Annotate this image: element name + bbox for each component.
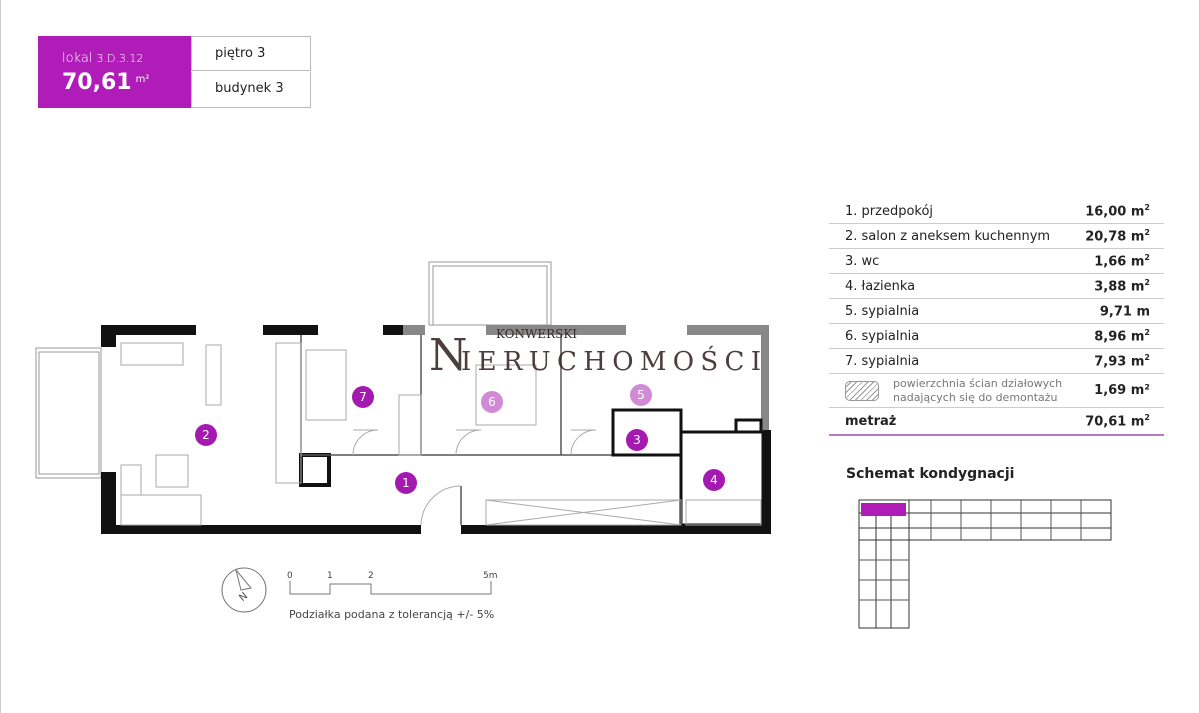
room-marker-7: 7 [352,386,374,408]
schema-title: Schemat kondygnacji [846,466,1015,482]
scale-tick: 0 [287,571,293,581]
svg-text:IERUCHOMOŚCI: IERUCHOMOŚCI [461,345,761,377]
svg-text:4: 4 [710,473,718,487]
floor-info: piętro 3 [191,36,311,71]
scale-tick: 5m [483,571,498,581]
unit-highlight [861,503,906,516]
svg-text:1: 1 [402,476,410,490]
building-info: budynek 3 [191,72,311,108]
svg-text:5: 5 [637,388,645,402]
svg-text:2: 2 [202,428,210,442]
floor-schema [858,499,1112,629]
svg-text:7: 7 [359,390,367,404]
svg-text:3: 3 [633,433,641,447]
svg-text:N: N [429,330,468,381]
hatch-pattern-icon [845,380,879,401]
svg-text:N: N [237,591,250,604]
room-marker-4: 4 [703,469,725,491]
room-marker-1: 1 [395,472,417,494]
watermark-logo: KONWERSKI N IERUCHOMOŚCI [429,327,761,381]
svg-text:KONWERSKI: KONWERSKI [496,327,577,341]
scale-tick: 2 [368,571,374,581]
room-marker-3: 3 [626,429,648,451]
room-marker-5: 5 [630,384,652,406]
room-marker-6: 6 [481,391,503,413]
scale-bar [289,581,492,595]
svg-text:6: 6 [488,395,496,409]
balcony-top [428,261,552,326]
scale-note: Podziałka podana z tolerancją +/- 5% [289,608,495,621]
room-marker-2: 2 [195,424,217,446]
balcony-left [35,347,102,479]
scale-tick: 1 [327,571,333,581]
exterior-walls [101,325,771,534]
north-compass-icon: N [221,567,267,613]
